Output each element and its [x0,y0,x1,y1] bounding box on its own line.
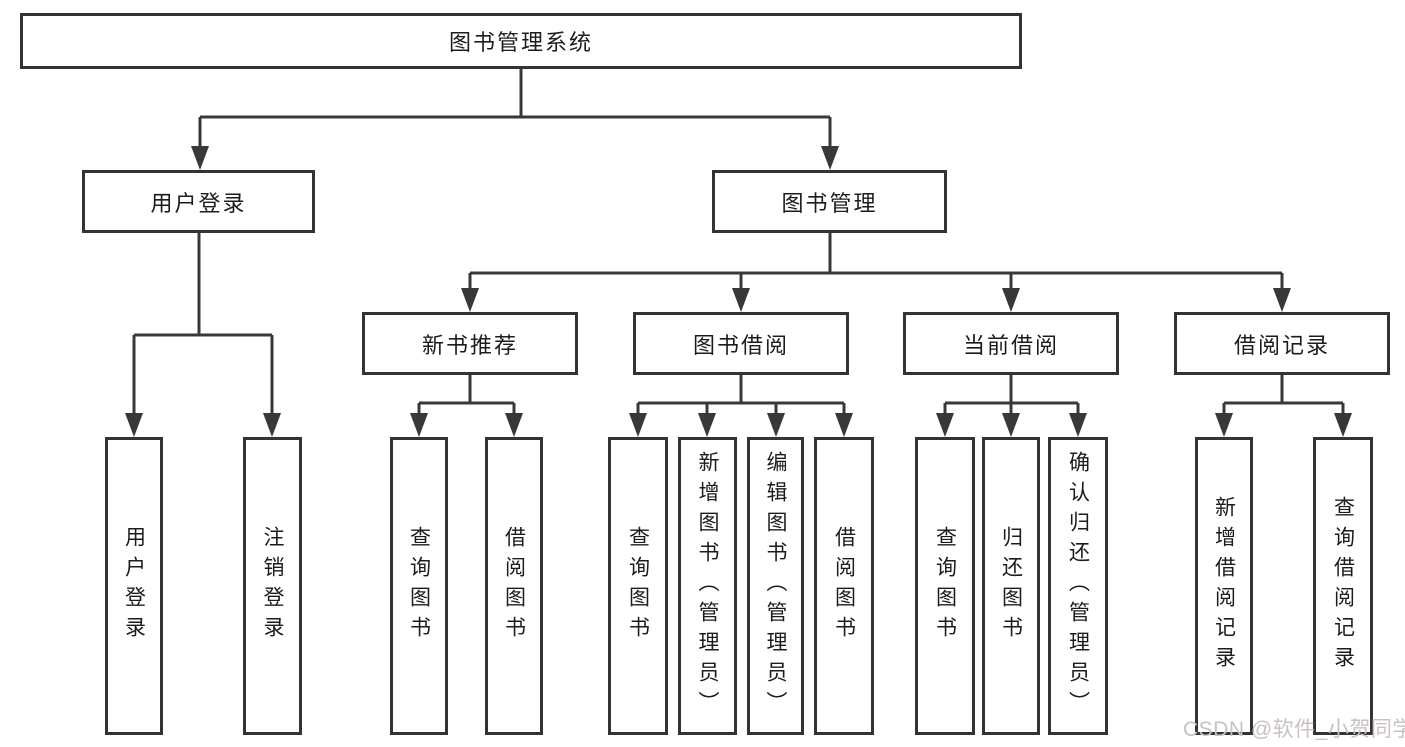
leaf-query-book-2: 查询图书 [608,437,668,735]
leaf-confirm-return-admin: 确认归还（管理员） [1048,437,1108,735]
leaf-logout: 注销登录 [243,437,302,735]
csdn-watermark: CSDN @软件_小贺同学 [1183,718,1405,741]
leaf-add-borrow-record: 新增借阅记录 [1195,437,1253,735]
node-label: 注销登录 [261,526,284,646]
node-label: 图书管理 [781,190,878,216]
node-label: 新增图书（管理员） [696,451,719,721]
leaf-borrow-book-2: 借阅图书 [814,437,874,735]
leaf-return-book: 归还图书 [982,437,1040,735]
node-label: 用户登录 [150,190,247,216]
node-label: 借阅记录 [1233,332,1330,358]
node-current-borrow: 当前借阅 [903,312,1119,375]
node-label: 图书借阅 [692,332,789,358]
node-label: 当前借阅 [962,332,1059,358]
leaf-query-book-3: 查询图书 [915,437,975,735]
node-book-borrow: 图书借阅 [633,312,849,375]
leaf-query-borrow-record: 查询借阅记录 [1313,437,1373,735]
node-label: 新增借阅记录 [1212,496,1236,676]
node-label: 查询借阅记录 [1331,496,1355,676]
leaf-add-book-admin: 新增图书（管理员） [678,437,737,735]
leaf-user-login: 用户登录 [105,437,163,735]
node-label: 借阅图书 [832,526,856,646]
node-label: 确认归还（管理员） [1066,451,1090,721]
node-label: 编辑图书（管理员） [764,451,787,721]
node-root-system: 图书管理系统 [20,13,1022,69]
node-label: 查询图书 [933,526,957,646]
node-label: 新书推荐 [421,332,518,358]
node-label: 归还图书 [999,526,1023,646]
arrowhead-icons [125,146,1352,437]
leaf-borrow-book-1: 借阅图书 [485,437,543,735]
node-new-book-recommend: 新书推荐 [362,312,578,375]
node-user-login: 用户登录 [82,170,315,233]
tree-edges [132,69,1345,417]
node-label: 查询图书 [626,526,650,646]
node-label: 用户登录 [122,526,146,646]
node-label: 借阅图书 [502,526,526,646]
node-borrow-record: 借阅记录 [1174,312,1390,375]
leaf-query-book-1: 查询图书 [390,437,448,735]
node-label: 图书管理系统 [448,30,593,55]
node-label: 查询图书 [407,526,431,646]
leaf-edit-book-admin: 编辑图书（管理员） [747,437,804,735]
node-book-management: 图书管理 [712,170,947,233]
